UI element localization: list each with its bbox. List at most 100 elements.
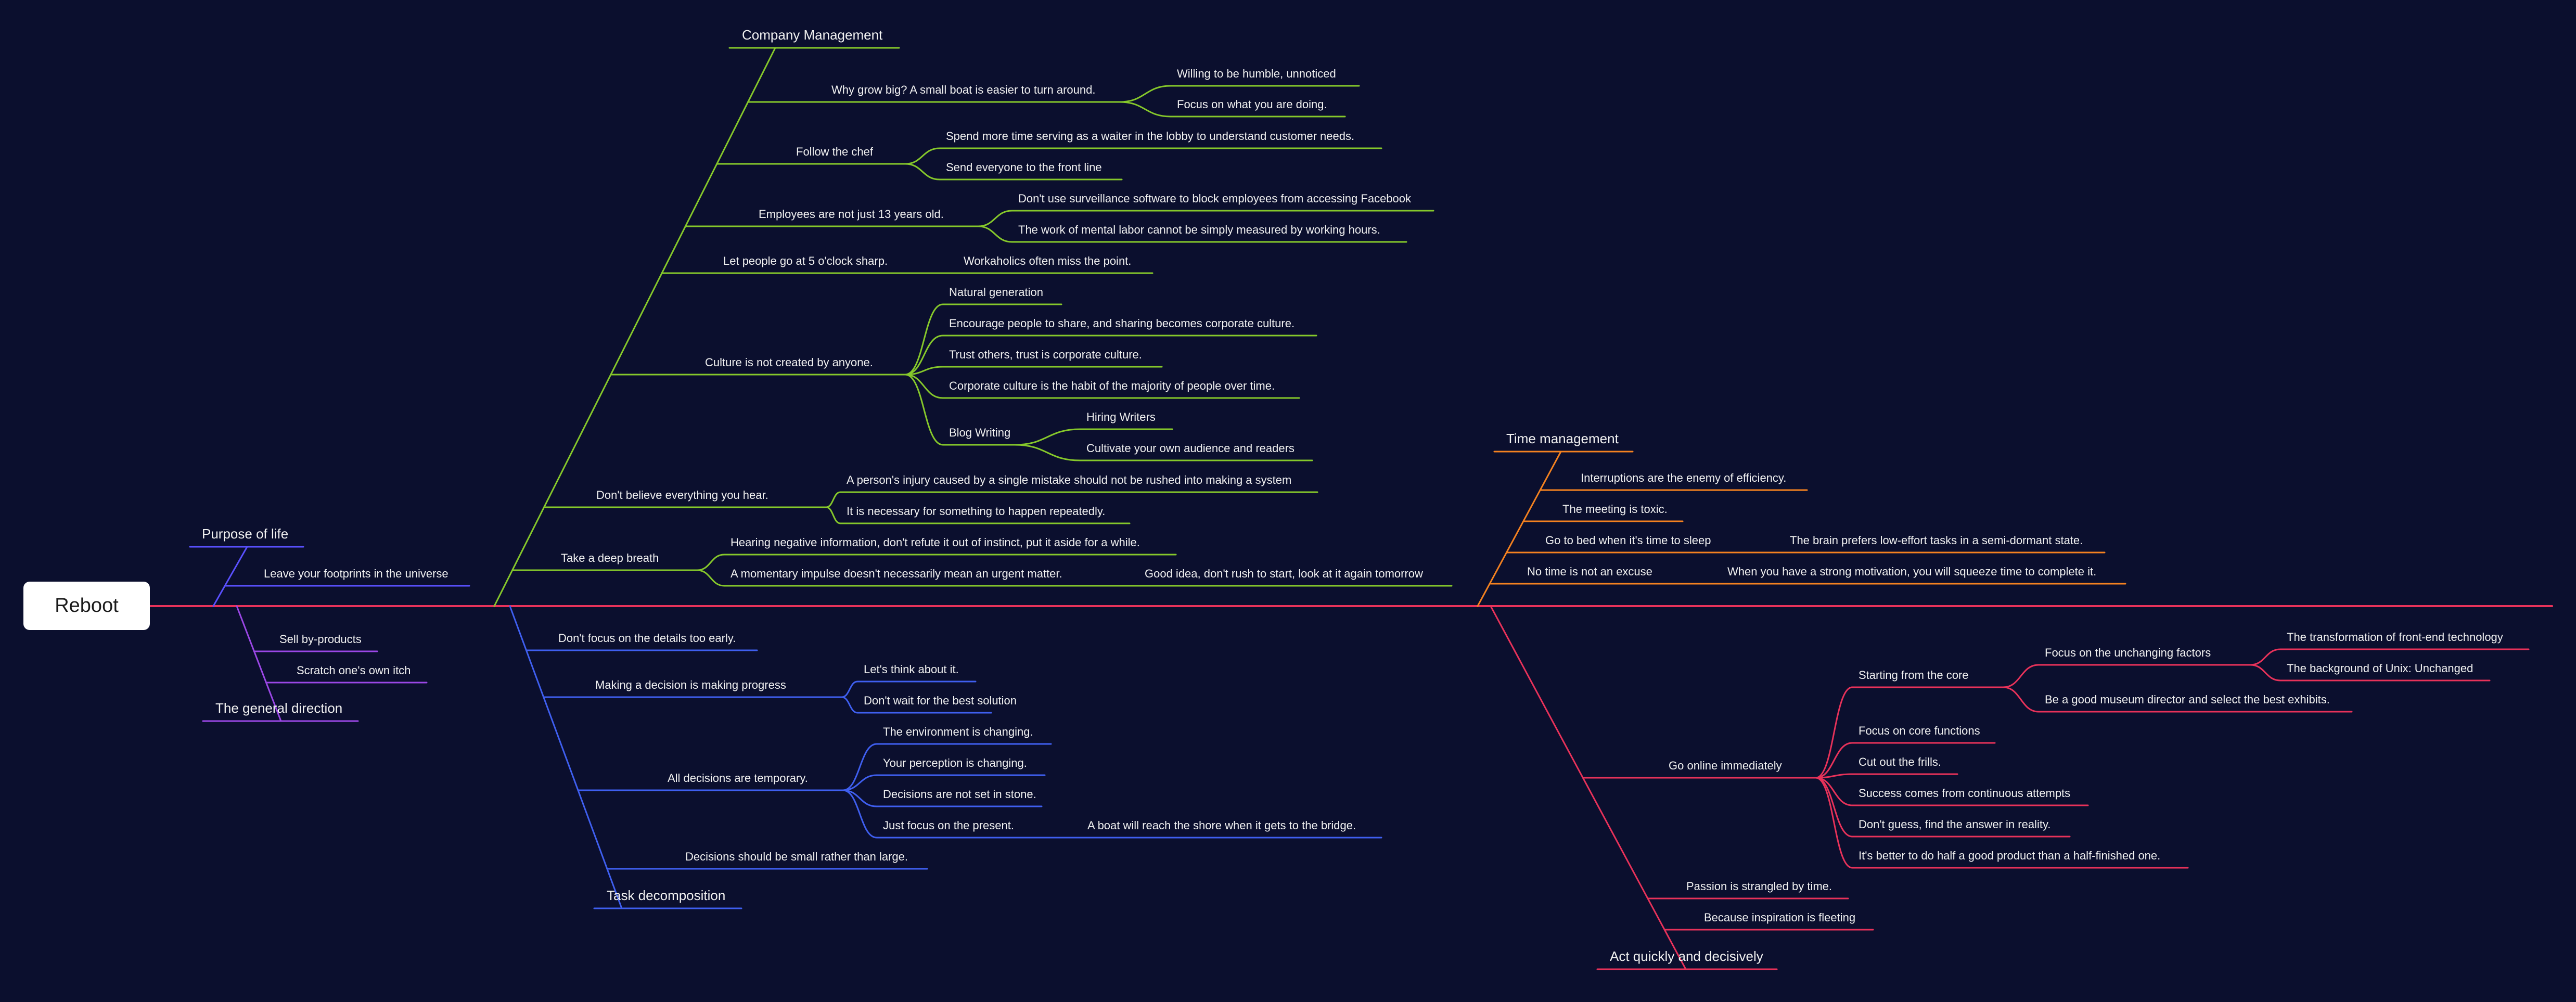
node-label-t2a[interactable]: Let's think about it. (864, 663, 959, 676)
edge-t2a (841, 680, 977, 698)
node-label-c2[interactable]: Follow the chef (796, 145, 874, 158)
node-label-t3[interactable]: All decisions are temporary. (668, 772, 808, 785)
node-label-t4[interactable]: Decisions should be small rather than la… (685, 850, 908, 863)
edge-a1a1x (2249, 648, 2530, 666)
node-label-c1[interactable]: Why grow big? A small boat is easier to … (831, 83, 1095, 96)
edge-c6a (825, 491, 1318, 508)
node-label-c7a[interactable]: Hearing negative information, don't refu… (730, 536, 1140, 549)
connector-lines (149, 47, 2553, 970)
edge-a1b (1815, 742, 1996, 779)
node-label-c4[interactable]: Let people go at 5 o'clock sharp. (723, 254, 888, 267)
trunk-task (509, 605, 623, 909)
node-label-t3a[interactable]: The environment is changing. (883, 725, 1033, 738)
node-label-g2[interactable]: Scratch one's own itch (297, 664, 411, 677)
edge-a1f (1815, 777, 2189, 869)
edge-t2b (841, 696, 992, 714)
node-label-tm4a[interactable]: When you have a strong motivation, you w… (1727, 565, 2096, 578)
node-label-t2b[interactable]: Don't wait for the best solution (864, 694, 1017, 707)
root-node-label: Reboot (55, 595, 119, 616)
node-label-company[interactable]: Company Management (742, 27, 883, 43)
edge-a1a2 (2002, 686, 2353, 713)
edge-c3b (977, 225, 1407, 243)
node-label-a1b[interactable]: Focus on core functions (1859, 724, 1980, 737)
node-label-purpose[interactable]: Purpose of life (202, 526, 288, 542)
node-label-a1c[interactable]: Cut out the frills. (1859, 755, 1941, 768)
node-label-a1a1[interactable]: Focus on the unchanging factors (2045, 646, 2211, 659)
node-label-c5e1[interactable]: Hiring Writers (1086, 410, 1156, 423)
edge-a1e (1815, 777, 2071, 838)
node-label-c5d[interactable]: Corporate culture is the habit of the ma… (949, 379, 1275, 392)
node-label-c3a[interactable]: Don't use surveillance software to block… (1018, 192, 1412, 205)
node-label-a1a2[interactable]: Be a good museum director and select the… (2045, 693, 2330, 706)
edge-c7a (696, 554, 1177, 571)
edge-t3a (842, 743, 1052, 791)
node-label-c5c[interactable]: Trust others, trust is corporate culture… (949, 348, 1142, 361)
node-label-time[interactable]: Time management (1506, 431, 1619, 446)
node-label-tm2[interactable]: The meeting is toxic. (1562, 503, 1668, 516)
node-label-c2b[interactable]: Send everyone to the front line (946, 161, 1102, 174)
node-label-tm3[interactable]: Go to bed when it's time to sleep (1545, 534, 1711, 547)
root-node[interactable]: Reboot (23, 582, 150, 630)
node-label-c1b[interactable]: Focus on what you are doing. (1177, 98, 1327, 111)
node-label-t3d1[interactable]: A boat will reach the shore when it gets… (1087, 819, 1356, 832)
node-label-c5[interactable]: Culture is not created by anyone. (705, 356, 873, 369)
node-label-a2[interactable]: Passion is strangled by time. (1686, 880, 1832, 893)
node-label-a1e[interactable]: Don't guess, find the answer in reality. (1859, 818, 2050, 831)
edge-c2a (904, 147, 1382, 165)
node-label-a1[interactable]: Go online immediately (1669, 759, 1782, 772)
edge-c7b (696, 569, 1146, 587)
node-label-tm1[interactable]: Interruptions are the enemy of efficienc… (1581, 471, 1786, 484)
edge-c5d (904, 374, 1300, 399)
edge-t3d (842, 789, 1026, 839)
node-label-a1f[interactable]: It's better to do half a good product th… (1859, 849, 2160, 862)
trunk-purpose (212, 546, 248, 607)
node-label-c7[interactable]: Take a deep breath (561, 551, 659, 564)
node-label-c4a[interactable]: Workaholics often miss the point. (964, 254, 1131, 267)
node-label-a1a[interactable]: Starting from the core (1859, 669, 1969, 682)
node-label-c5e[interactable]: Blog Writing (949, 426, 1010, 439)
node-label-t1[interactable]: Don't focus on the details too early. (558, 632, 736, 645)
edge-c2b (904, 163, 1123, 181)
node-label-c5b[interactable]: Encourage people to share, and sharing b… (949, 317, 1295, 330)
node-label-t3b[interactable]: Your perception is changing. (883, 756, 1027, 769)
node-label-c3[interactable]: Employees are not just 13 years old. (759, 208, 944, 221)
node-label-tm4[interactable]: No time is not an excuse (1527, 565, 1652, 578)
edge-c1b (1119, 101, 1346, 118)
node-label-c3b[interactable]: The work of mental labor cannot be simpl… (1018, 223, 1380, 236)
node-label-c6a[interactable]: A person's injury caused by a single mis… (847, 473, 1291, 486)
trunk-general (236, 605, 282, 722)
node-label-c6b[interactable]: It is necessary for something to happen … (847, 505, 1105, 518)
node-label-c7b1[interactable]: Good idea, don't rush to start, look at … (1145, 567, 1423, 580)
trunk-time (1477, 451, 1562, 607)
node-label-c6[interactable]: Don't believe everything you hear. (596, 489, 768, 502)
edge-c5e1 (1014, 428, 1173, 446)
edge-a1a1y (2249, 664, 2491, 682)
edge-c5e (904, 374, 1016, 446)
node-label-general[interactable]: The general direction (215, 700, 342, 716)
node-label-c1a[interactable]: Willing to be humble, unnoticed (1177, 67, 1336, 80)
edge-a1d (1815, 777, 2089, 806)
edge-c1a (1119, 85, 1360, 103)
node-label-t3d[interactable]: Just focus on the present. (883, 819, 1014, 832)
node-label-p1[interactable]: Leave your footprints in the universe (264, 567, 448, 580)
edge-t3c (842, 789, 1043, 807)
edge-c6b (825, 506, 1131, 524)
node-label-act[interactable]: Act quickly and decisively (1610, 948, 1763, 964)
edge-a1a1 (2002, 664, 2251, 688)
node-label-c5e2[interactable]: Cultivate your own audience and readers (1086, 442, 1295, 455)
node-label-g1[interactable]: Sell by-products (279, 633, 362, 646)
node-label-tm3a[interactable]: The brain prefers low-effort tasks in a … (1790, 534, 2083, 547)
node-label-c2a[interactable]: Spend more time serving as a waiter in t… (946, 130, 1354, 143)
node-label-c5a[interactable]: Natural generation (949, 286, 1043, 299)
node-label-a3[interactable]: Because inspiration is fleeting (1704, 911, 1855, 924)
node-label-t3c[interactable]: Decisions are not set in stone. (883, 788, 1036, 801)
node-label-a1a1y[interactable]: The background of Unix: Unchanged (2287, 662, 2473, 675)
node-label-task[interactable]: Task decomposition (607, 888, 725, 903)
edge-c5c (904, 366, 1163, 376)
node-label-a1d[interactable]: Success comes from continuous attempts (1859, 787, 2070, 800)
node-label-a1a1x[interactable]: The transformation of front-end technolo… (2287, 631, 2503, 644)
node-label-c7b[interactable]: A momentary impulse doesn't necessarily … (730, 567, 1062, 580)
node-label-t2[interactable]: Making a decision is making progress (595, 678, 786, 691)
